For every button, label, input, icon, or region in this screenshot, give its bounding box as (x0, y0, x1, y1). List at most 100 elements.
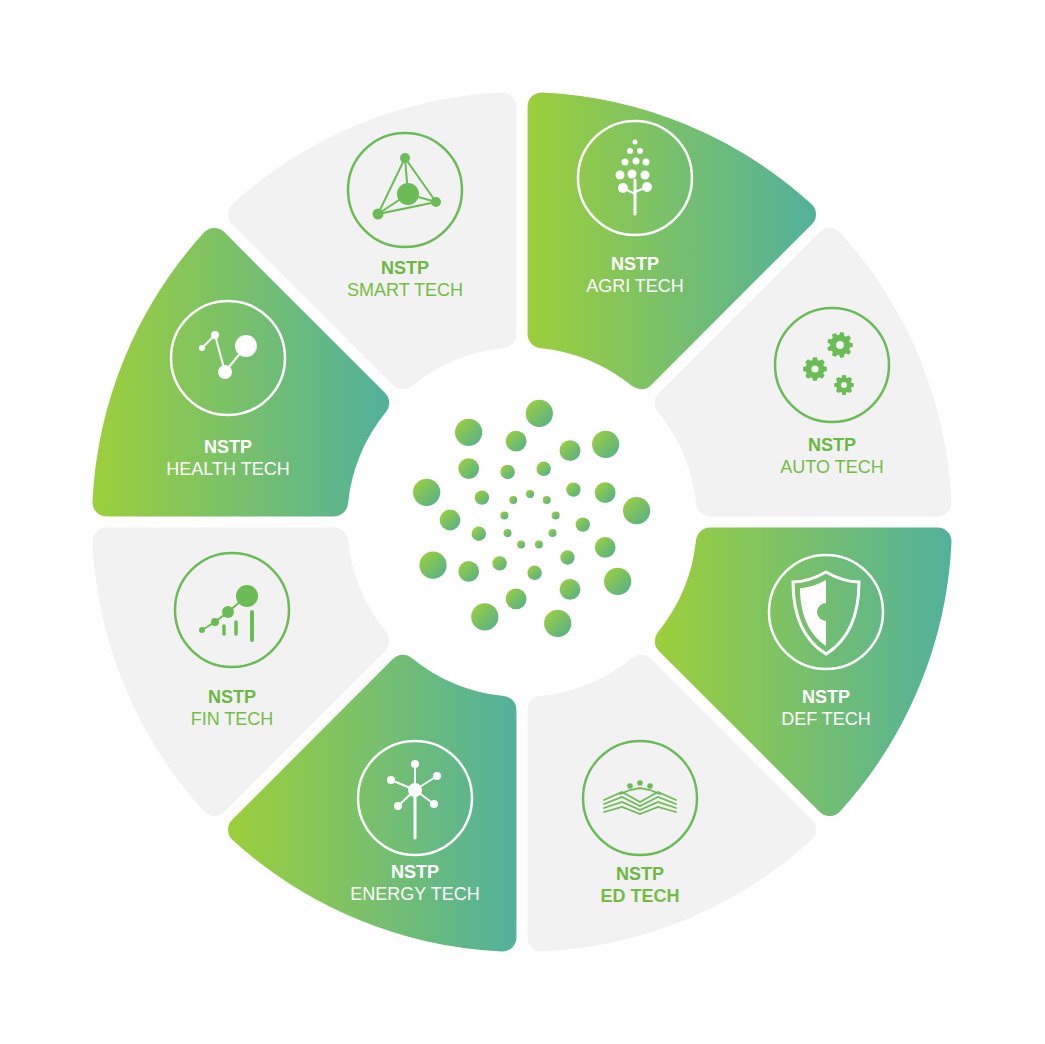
icon-dot (633, 158, 640, 165)
icon-dot (408, 783, 422, 797)
icon-dot (641, 171, 650, 180)
sector-icon (348, 133, 462, 247)
sector-icon (358, 741, 472, 855)
icon-line (250, 612, 254, 640)
burst-dot (475, 490, 489, 504)
burst-dot (576, 517, 590, 531)
icon-dot (430, 800, 438, 808)
icon-dot (236, 585, 258, 607)
icon-dot (433, 772, 441, 780)
gear-hole (841, 382, 847, 388)
burst-dot (560, 579, 581, 600)
sector-fill (655, 228, 952, 516)
icon-ring (578, 121, 692, 235)
sector-fill (528, 655, 816, 952)
icon-line (378, 158, 436, 214)
gear (803, 357, 827, 381)
burst-dot (535, 540, 543, 548)
burst-dot (492, 556, 506, 570)
sector-segment: NSTPFIN TECH (90, 520, 401, 829)
burst-dot (527, 566, 541, 580)
sector-label: AUTO TECH (780, 456, 883, 478)
burst-dot (458, 561, 479, 582)
icon-line (623, 188, 635, 194)
sector-shape (520, 643, 829, 954)
burst-dot (458, 458, 479, 479)
burst-dot (500, 511, 508, 519)
icon-line (640, 802, 676, 810)
icon-ring (171, 301, 285, 415)
icon-dot (411, 760, 419, 768)
burst-dot (509, 496, 517, 504)
burst-dot (543, 496, 551, 504)
sector-segment: NSTPHEALTH TECH (90, 215, 401, 525)
burst-dot (419, 552, 446, 579)
shield-half (800, 580, 826, 646)
burst-dot (517, 540, 525, 548)
icon-line (634, 180, 637, 214)
burst-dot (506, 431, 527, 452)
shield (793, 572, 859, 654)
burst-dot (526, 400, 553, 427)
burst-dot (566, 482, 580, 496)
sector-label: AGRI TECH (586, 275, 684, 297)
burst-dot (472, 527, 486, 541)
icon-line (620, 788, 660, 794)
gear-hole (836, 341, 844, 349)
burst-dot (506, 588, 527, 609)
icon-dot (637, 780, 643, 786)
sector-fill (92, 528, 389, 816)
sector-heading: NSTP (204, 436, 252, 458)
sector-icon (175, 553, 289, 667)
icon-dot (628, 170, 637, 179)
icon-ring (348, 133, 462, 247)
sector-heading: NSTP (391, 861, 439, 883)
icon-dot (431, 197, 441, 207)
icon-ring (358, 741, 472, 855)
sector-heading: NSTP (611, 253, 659, 275)
burst-dot (604, 568, 631, 595)
burst-dot (595, 537, 616, 558)
sector-label: ENERGY TECH (350, 883, 479, 905)
icon-dot (400, 153, 410, 163)
dot-spiral (413, 400, 650, 637)
sector-label: DEF TECH (781, 708, 871, 730)
sector-segment: NSTPED TECH (520, 643, 829, 954)
icon-dot (199, 627, 205, 633)
sector-label: FIN TECH (191, 708, 274, 730)
sector-icon (583, 741, 697, 855)
burst-dot (440, 510, 461, 531)
burst-dot (500, 465, 514, 479)
sector-heading: NSTP (616, 863, 664, 885)
icon-dot (627, 148, 633, 154)
sector-heading: NSTP (208, 686, 256, 708)
burst-dot (537, 462, 551, 476)
burst-dot (549, 529, 557, 537)
burst-dot (503, 529, 511, 537)
sector-segment: NSTPAUTO TECH (643, 215, 954, 524)
icon-line (222, 626, 226, 634)
icon-dot (218, 365, 232, 379)
icon-dot (633, 140, 638, 145)
icon-dot (397, 183, 419, 205)
icon-ring (583, 741, 697, 855)
icon-line (414, 790, 417, 838)
sector-heading: NSTP (381, 257, 429, 279)
icon-ring (175, 553, 289, 667)
icon-dot (394, 802, 402, 810)
icon-line (640, 807, 676, 814)
icon-dot (222, 606, 234, 618)
sector-label: HEALTH TECH (166, 458, 289, 480)
sector-label: SMART TECH (347, 279, 463, 301)
sector-icon (171, 301, 285, 415)
gear (827, 332, 853, 358)
gear (834, 375, 854, 395)
sector-heading: NSTP (802, 686, 850, 708)
icon-line (604, 802, 640, 810)
icon-dot (211, 618, 219, 626)
icon-dot (235, 335, 257, 357)
sector-fill (92, 228, 389, 516)
icon-ring (769, 555, 883, 669)
burst-dot (560, 550, 574, 564)
